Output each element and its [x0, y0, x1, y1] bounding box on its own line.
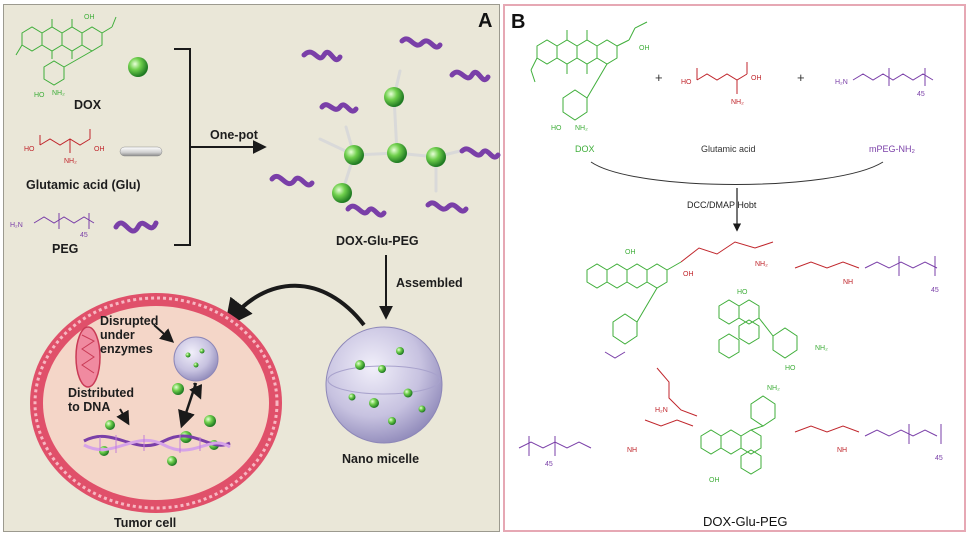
glu-structure	[39, 129, 91, 153]
b-prod-nh2-3: NH₂	[767, 385, 780, 392]
panel-b-letter: B	[511, 11, 525, 33]
b-dox-label: DOX	[575, 144, 595, 154]
disrupted-line-2: under	[100, 328, 135, 342]
distributed-line-2: to DNA	[68, 400, 110, 414]
b-glu-oh-label: OH	[751, 75, 762, 82]
b-glu-nh2-label: NH₂	[731, 99, 744, 106]
b-prod-n-3: 45	[935, 455, 943, 462]
dox-ball-icon	[128, 57, 148, 77]
b-reagents-label: DCC/DMAP Hobt	[687, 200, 757, 210]
panel-a-canvas: A OH HO NH₂ DOX	[10, 10, 501, 530]
b-mpeg-h2n-label: H₂N	[835, 79, 848, 86]
b-dox-oh-label: OH	[639, 45, 650, 52]
panel-a-letter: A	[478, 10, 492, 32]
b-mpeg-structure	[852, 68, 934, 86]
disrupted-line-1: Disrupted	[100, 314, 158, 328]
b-reaction-curve	[590, 161, 884, 185]
distributed-line-1: Distributed	[68, 386, 134, 400]
b-prod-oh-2: OH	[683, 271, 694, 278]
dox-structure	[15, 16, 117, 86]
glu-oh-label: OH	[94, 146, 105, 153]
b-prod-nh-1: NH	[843, 279, 853, 286]
b-prod-ho-2: HO	[785, 365, 796, 372]
b-prod-nh-3: NH	[837, 447, 847, 454]
micelle-label: Nano micelle	[342, 452, 419, 466]
b-glu-structure	[696, 62, 748, 94]
b-glu-ho-label: HO	[681, 79, 692, 86]
peg-label: PEG	[52, 242, 78, 256]
b-prod-h2n-1: H₂N	[655, 407, 668, 414]
dox-label: DOX	[74, 98, 102, 112]
uptake-arrow	[224, 283, 366, 328]
b-prod-n-1: 45	[931, 287, 939, 294]
conjugate-label: DOX-Glu-PEG	[336, 234, 419, 248]
b-prod-nh-2: NH	[627, 447, 637, 454]
panel-a: A OH HO NH₂ DOX	[3, 4, 501, 532]
b-dox-structure	[530, 21, 648, 121]
b-prod-nh2-1: NH₂	[755, 261, 768, 268]
glu-nh2-label: NH₂	[64, 158, 77, 165]
distributed-label: Distributed to DNA	[68, 386, 137, 414]
b-prod-oh-3: OH	[709, 477, 720, 484]
glu-label: Glutamic acid (Glu)	[26, 178, 141, 192]
b-prod-ho-1: HO	[737, 289, 748, 296]
tumor-label: Tumor cell	[114, 516, 176, 530]
b-glu-label: Glutamic acid	[701, 144, 756, 154]
b-product-structure	[518, 241, 942, 475]
tumor-cell	[30, 293, 282, 513]
reactant-bracket	[174, 48, 191, 246]
b-prod-oh-1: OH	[625, 249, 636, 256]
assembled-label: Assembled	[396, 276, 463, 290]
panel-b-canvas: B OH HO NH₂ DOX	[511, 11, 943, 529]
b-mpeg-n-label: 45	[917, 91, 925, 98]
b-prod-n-2: 45	[545, 461, 553, 468]
peg-structure	[33, 213, 95, 229]
b-dox-nh2-label: NH₂	[575, 125, 588, 132]
conjugate-structure	[269, 36, 501, 218]
b-plus-1: +	[655, 70, 663, 85]
peg-h2n-label: H₂N	[10, 222, 23, 229]
one-pot-label: One-pot	[210, 128, 259, 142]
glu-rod-icon	[119, 146, 163, 157]
b-product-label: DOX-Glu-PEG	[703, 514, 788, 529]
dox-nh2-label: NH₂	[52, 90, 65, 97]
panel-b: B OH HO NH₂ DOX	[503, 4, 966, 532]
disrupted-label: Disrupted under enzymes	[100, 314, 162, 356]
nano-micelle	[325, 326, 443, 444]
glu-ho-label: HO	[24, 146, 35, 153]
b-mpeg-label: mPEG-NH₂	[869, 144, 915, 154]
disrupted-line-3: enzymes	[100, 342, 153, 356]
b-prod-nh2-2: NH₂	[815, 345, 828, 352]
b-dox-ho-label: HO	[551, 125, 562, 132]
dox-ho-label: HO	[34, 92, 45, 99]
peg-n-label: 45	[80, 232, 88, 239]
peg-chain-icon	[113, 220, 159, 234]
b-plus-2: +	[797, 70, 805, 85]
dox-oh-label: OH	[84, 14, 95, 21]
